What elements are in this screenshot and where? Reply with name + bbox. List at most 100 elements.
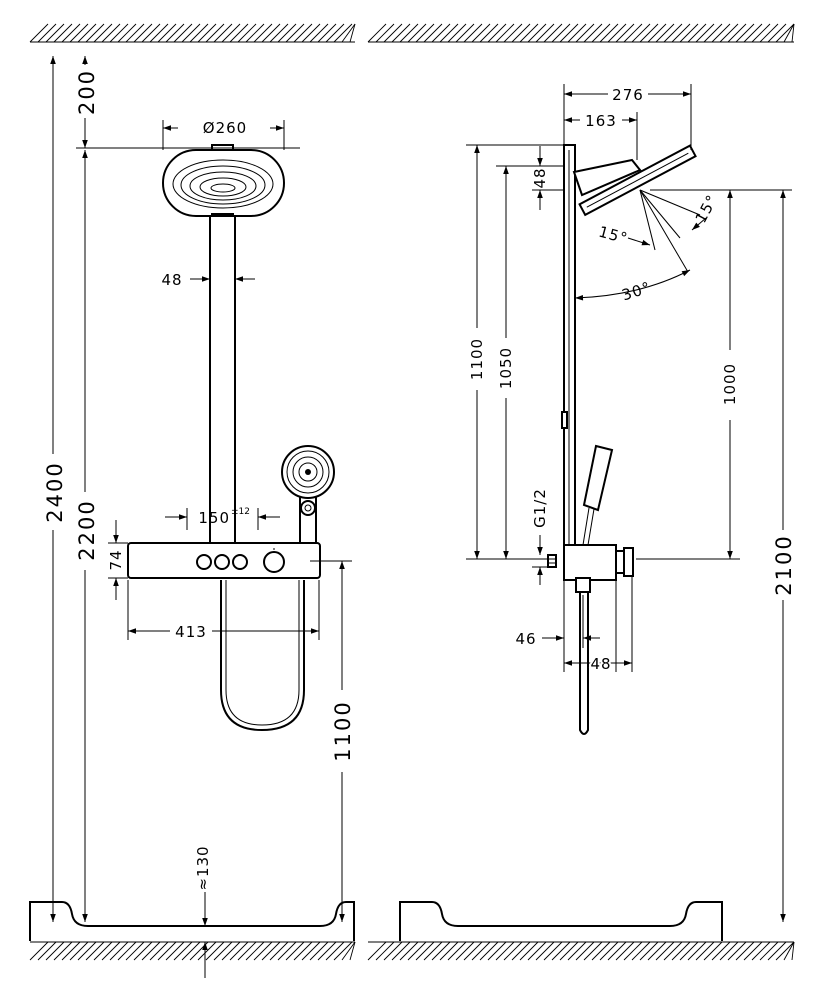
hatch-line (703, 941, 723, 961)
hatch-line (503, 941, 523, 961)
control-knob-2 (214, 554, 230, 570)
dim-1100-front: 1100 (331, 700, 355, 761)
hatch-line (767, 23, 787, 43)
hatch-line (349, 23, 356, 43)
hand-shower-head (281, 445, 335, 516)
hatch-line (125, 941, 145, 961)
hatch-line (37, 23, 57, 43)
hatch-line (349, 941, 356, 961)
hatch-line (743, 23, 763, 43)
hatch-line (775, 23, 795, 43)
hatch-line (503, 23, 523, 43)
dim-413: 413 (175, 623, 207, 641)
hatch-line (559, 23, 579, 43)
hatch-line (325, 941, 345, 961)
control-knob-1 (196, 554, 212, 570)
hatch-line (463, 941, 483, 961)
shower-rod (209, 211, 236, 547)
hatch-line (69, 23, 89, 43)
temperature-handle (263, 551, 285, 573)
thermostat-side (547, 544, 634, 581)
hatch-line (583, 941, 603, 961)
hatch-line (447, 941, 467, 961)
hatch-line (77, 23, 97, 43)
hatch-line (93, 23, 113, 43)
hatch-line (221, 941, 241, 961)
hatch-line (431, 941, 451, 961)
hatch-line (141, 23, 161, 43)
hatch-line (117, 941, 137, 961)
hatch-line (37, 941, 57, 961)
hatch-line (511, 941, 531, 961)
hatch-line (599, 941, 619, 961)
hatch-line (671, 941, 691, 961)
dim-200: 200 (75, 69, 99, 115)
hatch-line (703, 23, 723, 43)
control-knob-3 (232, 554, 248, 570)
hatch-line (791, 941, 795, 961)
hatch-line (213, 941, 233, 961)
hatch-line (173, 23, 193, 43)
hatch-line (277, 941, 297, 961)
hatch-line (759, 941, 779, 961)
hatch-line (367, 23, 387, 43)
hatch-line (85, 23, 105, 43)
hatch-line (415, 941, 435, 961)
dim-1000: 1000 (721, 363, 739, 405)
hatch-line (711, 941, 731, 961)
hatch-line (647, 23, 667, 43)
hatch-line (277, 23, 297, 43)
hatch-line (583, 23, 603, 43)
hatch-line (687, 941, 707, 961)
hatch-line (431, 23, 451, 43)
hatch-line (149, 941, 169, 961)
overhead-shower-head (162, 144, 285, 217)
hatch-line (423, 941, 443, 961)
shower-tray-side (399, 901, 723, 941)
hatch-line (341, 23, 356, 43)
hatch-line (519, 941, 539, 961)
hatch-line (383, 941, 403, 961)
hatch-line (543, 23, 563, 43)
hatch-line (197, 941, 217, 961)
hatch-line (751, 941, 771, 961)
hatch-line (229, 941, 249, 961)
hatch-line (471, 23, 491, 43)
hatch-line (719, 23, 739, 43)
side-view: 276 163 48 15° 15° 30° 1100 1050 (399, 84, 796, 941)
hatch-line (591, 23, 611, 43)
hatch-line (261, 941, 281, 961)
hatch-line (85, 941, 105, 961)
shower-tray-front (29, 901, 355, 941)
hatch-line (727, 941, 747, 961)
hatch-line (655, 941, 675, 961)
hatch-line (383, 23, 403, 43)
hatch-line (29, 941, 49, 961)
hatch-line (663, 941, 683, 961)
hatch-line (53, 23, 73, 43)
hatch-line (679, 23, 699, 43)
hatch-line (29, 23, 49, 43)
hatch-line (567, 941, 587, 961)
hatch-line (229, 23, 249, 43)
hatch-line (141, 941, 161, 961)
hatch-line (479, 23, 499, 43)
hatch-line (495, 941, 515, 961)
hatch-line (439, 23, 459, 43)
hatch-line (391, 23, 411, 43)
hatch-line (439, 941, 459, 961)
hatch-line (423, 23, 443, 43)
dim-130: ≈130 (194, 845, 212, 890)
dim-48-horizontal: 48 (590, 655, 611, 673)
hatch-line (407, 23, 427, 43)
hatch-line (293, 941, 313, 961)
hatch-line (599, 23, 619, 43)
hatch-line (415, 23, 435, 43)
hatch-line (69, 941, 89, 961)
floor-left (29, 941, 356, 961)
overhead-arm-side (572, 158, 642, 197)
hatch-line (623, 941, 643, 961)
floor-right (367, 941, 795, 961)
hatch-line (205, 23, 225, 43)
